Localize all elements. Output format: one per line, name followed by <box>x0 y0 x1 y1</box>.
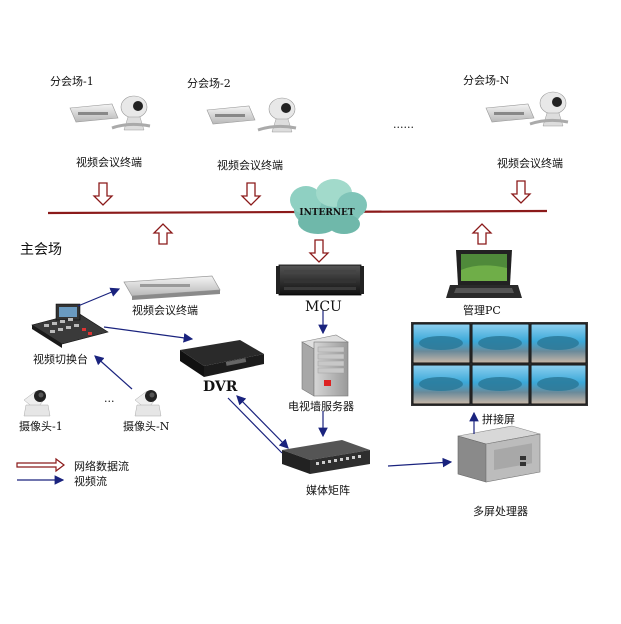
media-matrix-device <box>282 440 370 474</box>
multi-processor-label: 多屏处理器 <box>473 505 528 518</box>
video-arrow-matrix-to-processor <box>387 457 453 468</box>
main-terminal-label: 视频会议终端 <box>132 304 198 317</box>
camera-n-label: 摄像头-N <box>123 420 170 433</box>
branch-1-terminal-device <box>69 95 151 131</box>
mcu-device <box>276 264 364 296</box>
wall-server-label: 电视墙服务器 <box>288 400 354 413</box>
mgmt-pc-label: 管理PC <box>463 304 501 317</box>
camera-1-label: 摄像头-1 <box>19 420 63 433</box>
multi-processor-device <box>457 425 541 483</box>
splice-screen-device <box>411 322 588 406</box>
branch-1-label: 分会场-1 <box>50 75 94 88</box>
dvr-label: DVR <box>203 379 238 395</box>
media-matrix-label: 媒体矩阵 <box>306 484 350 497</box>
internet-cloud <box>290 179 367 234</box>
video-arrow-switcher-to-terminal <box>77 287 121 307</box>
switcher-label: 视频切换台 <box>33 353 88 366</box>
video-arrow-camera-to-switcher <box>94 355 133 390</box>
mcu-down-arrow <box>308 239 330 263</box>
branch-1-terminal-label: 视频会议终端 <box>76 156 142 169</box>
video-arrow-dvr-matrix <box>236 395 289 449</box>
main-terminal-device <box>123 275 221 300</box>
branch-2-down-arrow <box>240 182 262 206</box>
branch-2-terminal-label: 视频会议终端 <box>217 159 283 172</box>
branch-n-label: 分会场-N <box>463 74 510 87</box>
video-arrow-dvr-matrix-2 <box>227 397 283 454</box>
mgmt-pc-device <box>446 250 522 298</box>
legend-network-label: 网络数据流 <box>74 460 129 473</box>
branch-n-down-arrow <box>510 180 532 204</box>
splice-screen-label: 拼接屏 <box>482 413 515 426</box>
legend-network-symbol <box>16 457 65 473</box>
mgmt-pc-up-arrow <box>471 223 493 245</box>
main-terminal-up-arrow <box>152 223 174 245</box>
dvr-device <box>180 340 264 377</box>
main-site-label: 主会场 <box>20 242 62 258</box>
branch-n-terminal-label: 视频会议终端 <box>497 157 563 170</box>
branch-1-down-arrow <box>92 182 114 206</box>
camera-1-device <box>23 390 51 417</box>
legend-video-label: 视频流 <box>74 475 107 488</box>
mcu-label: MCU <box>305 299 342 315</box>
internet-label: INTERNET <box>299 208 355 218</box>
branch-n-terminal-device <box>485 91 569 127</box>
wall-server-device <box>301 334 349 397</box>
branch-ellipsis: ...... <box>393 118 414 131</box>
video-switcher-device <box>31 303 109 348</box>
branch-2-terminal-device <box>206 97 297 133</box>
camera-n-device <box>134 390 162 417</box>
branch-2-label: 分会场-2 <box>187 77 231 90</box>
video-arrow-switcher-to-dvr <box>103 326 194 343</box>
camera-ellipsis: ... <box>104 392 115 405</box>
